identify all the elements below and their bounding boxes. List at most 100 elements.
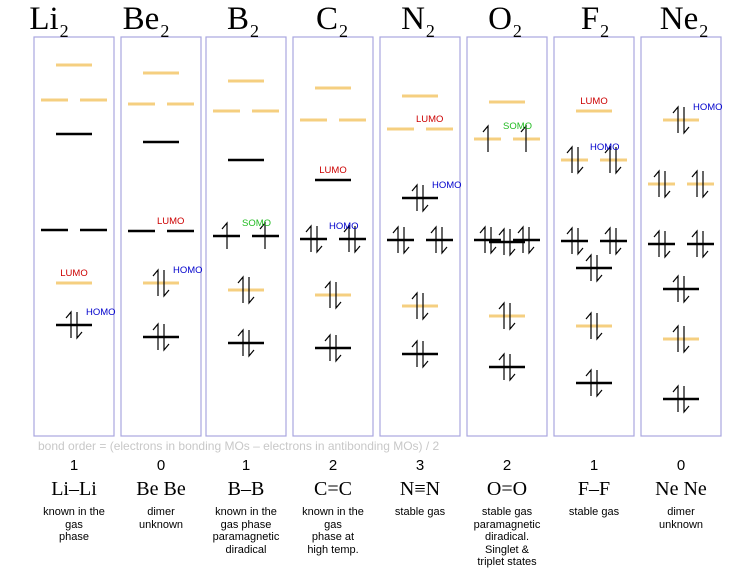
electron-pair-arrows (498, 227, 516, 257)
electron-pair-arrows (517, 225, 535, 255)
bonding-level (663, 274, 699, 304)
note-line: unknown (658, 518, 704, 531)
electron-pair-arrows (65, 310, 83, 340)
electron-pair-arrows (411, 339, 429, 369)
electron-pair-arrows (324, 333, 342, 363)
mo-column-o: SOMO (466, 36, 548, 437)
electron-pair-arrows (691, 229, 709, 259)
bond-order-value: 2 (502, 457, 512, 474)
homo-label: HOMO (693, 102, 723, 113)
note-line: gas phase (220, 518, 272, 531)
bonding-level (387, 225, 453, 255)
molecule-subscript: 2 (512, 21, 522, 41)
antibonding-level: LUMO (56, 268, 92, 285)
molecule-symbol: N (401, 1, 425, 37)
electron-pair-arrows (585, 311, 603, 341)
note-line: unknown (138, 518, 184, 531)
bonding-level (143, 322, 179, 352)
bonding-level: LUMO (128, 216, 194, 233)
note-line: paramagnetic (473, 518, 541, 531)
molecule-title-ne: Ne2 (644, 0, 724, 41)
electron-pair-arrows (566, 226, 584, 256)
bond-structure: C=C (314, 478, 352, 500)
electron-pair-arrows (305, 224, 323, 254)
bond-structure: F–F (577, 478, 611, 500)
molecule-symbol: F (580, 1, 600, 37)
note-line: dimer (667, 506, 695, 518)
bond-structure: Be Be (136, 478, 186, 500)
molecule-symbol: Be (122, 1, 160, 37)
electron-pair-arrows (604, 145, 622, 175)
molecule-subscript: 2 (59, 21, 69, 41)
bonding-level (663, 384, 699, 414)
antibonding-level: LUMO (387, 114, 453, 131)
bonding-level (561, 226, 627, 256)
column-frame (640, 36, 722, 437)
bonding-level (228, 328, 264, 358)
electron-pair-arrows (566, 145, 584, 175)
note-line: phase (59, 531, 89, 543)
homo-label: HOMO (590, 142, 620, 153)
molecule-title-be: Be2 (106, 0, 186, 41)
electron-pair-arrows (604, 226, 622, 256)
note-line: gas (65, 518, 83, 531)
bonding-level: HOMO (56, 307, 116, 340)
note-line: known in the (302, 506, 364, 518)
note-line: stable gas (394, 506, 446, 518)
bond-order-value: 3 (415, 457, 425, 474)
molecule-symbol: C (315, 1, 338, 37)
bond-order-value: 0 (156, 457, 166, 474)
note-line: diradical. (484, 531, 530, 543)
bonding-level (576, 253, 612, 283)
molecule-symbol: B (226, 1, 249, 37)
bond-structure: Ne Ne (655, 478, 707, 500)
bonding-level: SOMO (213, 218, 279, 249)
electron-pair-arrows (672, 324, 690, 354)
molecule-note: stable gas (378, 506, 462, 519)
molecule-title-b: B2 (203, 0, 283, 41)
molecule-symbol: Li (29, 1, 59, 37)
antibonding-level (489, 301, 525, 331)
electron-up-arrow (221, 221, 228, 249)
bonding-level (489, 227, 525, 257)
mo-column-n: LUMO HOMO (379, 36, 462, 437)
bonding-level (489, 352, 525, 382)
bonding-level (576, 368, 612, 398)
molecule-subscript: 2 (160, 21, 170, 41)
antibonding-level: LUMO (576, 96, 612, 113)
molecule-subscript: 2 (339, 21, 348, 41)
electron-pair-arrows (672, 384, 690, 414)
lumo-label: LUMO (580, 96, 607, 107)
molecule-subscript: 2 (699, 21, 709, 41)
note-line: stable gas (568, 506, 620, 518)
molecule-title-f: F2 (555, 0, 635, 41)
lumo-label: LUMO (416, 114, 443, 125)
note-line: stable gas (481, 506, 533, 518)
bond-order-value: 1 (241, 457, 251, 474)
electron-pair-arrows (152, 268, 170, 298)
electron-pair-arrows (430, 225, 448, 255)
bonding-level: HOMO (402, 180, 462, 213)
somo-label: SOMO (242, 218, 271, 229)
column-frame (120, 36, 202, 437)
electron-up-arrow (259, 221, 266, 249)
note-line: known in the (43, 506, 105, 518)
bond-structure: O=O (486, 478, 528, 500)
electron-pair-arrows (585, 368, 603, 398)
bond-order-value: 2 (328, 457, 338, 474)
bond-order-formula: bond order = (electrons in bonding MOs –… (38, 439, 440, 453)
bond-structure: N≡N (399, 478, 441, 500)
homo-label: HOMO (329, 221, 359, 232)
note-line: phase at (311, 531, 355, 543)
homo-label: HOMO (432, 180, 462, 191)
bonding-level: LUMO (315, 165, 351, 182)
electron-pair-arrows (479, 225, 497, 255)
antibonding-level: HOMO (561, 142, 627, 175)
lumo-label: LUMO (60, 268, 87, 279)
mo-column-ne: HOMO (640, 36, 723, 437)
